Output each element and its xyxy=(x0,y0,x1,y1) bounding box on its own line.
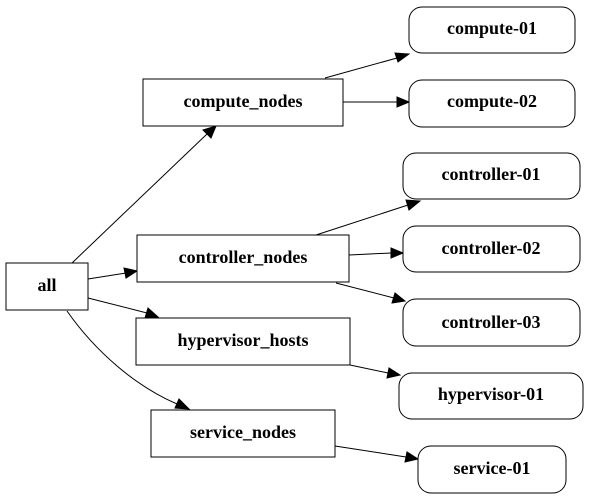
edge-controller-nodes-to-controller-02 xyxy=(348,247,405,259)
edge-all-to-controller-nodes xyxy=(87,267,139,280)
node-controller-03-label: controller-03 xyxy=(442,312,541,332)
node-controller-02: controller-02 xyxy=(402,225,581,273)
node-controller-01-label: controller-01 xyxy=(442,164,541,184)
edge-compute-nodes-to-compute-02 xyxy=(343,96,411,108)
node-hypervisor-01-label: hypervisor-01 xyxy=(438,384,544,404)
node-hypervisor-01: hypervisor-01 xyxy=(398,372,584,420)
node-compute-02: compute-02 xyxy=(408,79,576,128)
edge-compute-nodes-to-compute-01 xyxy=(324,52,411,79)
node-controller-02-label: controller-02 xyxy=(442,238,541,258)
node-compute-01-label: compute-01 xyxy=(447,18,537,38)
node-hypervisor-hosts-label: hypervisor_hosts xyxy=(177,330,308,350)
node-compute-nodes-label: compute_nodes xyxy=(183,91,302,111)
node-service-01: service-01 xyxy=(417,445,567,494)
node-controller-nodes: controller_nodes xyxy=(136,234,350,283)
nodes: all compute_nodes controller_nodes hyper… xyxy=(5,6,584,494)
node-compute-nodes: compute_nodes xyxy=(142,78,344,127)
node-controller-03: controller-03 xyxy=(402,298,581,347)
node-all: all xyxy=(5,262,89,311)
node-controller-01: controller-01 xyxy=(402,152,581,200)
edge-all-to-service-nodes xyxy=(66,310,191,410)
node-hypervisor-hosts: hypervisor_hosts xyxy=(135,317,351,366)
node-service-nodes-label: service_nodes xyxy=(190,422,296,442)
node-service-01-label: service-01 xyxy=(454,458,531,478)
node-service-nodes: service_nodes xyxy=(150,409,336,458)
edges xyxy=(66,52,422,463)
node-compute-01: compute-01 xyxy=(408,6,576,54)
node-all-label: all xyxy=(37,275,56,295)
edge-all-to-hypervisor-hosts xyxy=(87,297,160,319)
edge-all-to-compute-nodes xyxy=(71,125,217,264)
edge-hypervisor-hosts-to-hypervisor-01 xyxy=(349,364,402,379)
edge-controller-nodes-to-controller-03 xyxy=(335,282,407,304)
node-controller-nodes-label: controller_nodes xyxy=(179,247,308,267)
edge-controller-nodes-to-controller-01 xyxy=(315,199,422,236)
node-compute-02-label: compute-02 xyxy=(447,91,537,111)
edge-service-nodes-to-service-01 xyxy=(334,445,420,463)
